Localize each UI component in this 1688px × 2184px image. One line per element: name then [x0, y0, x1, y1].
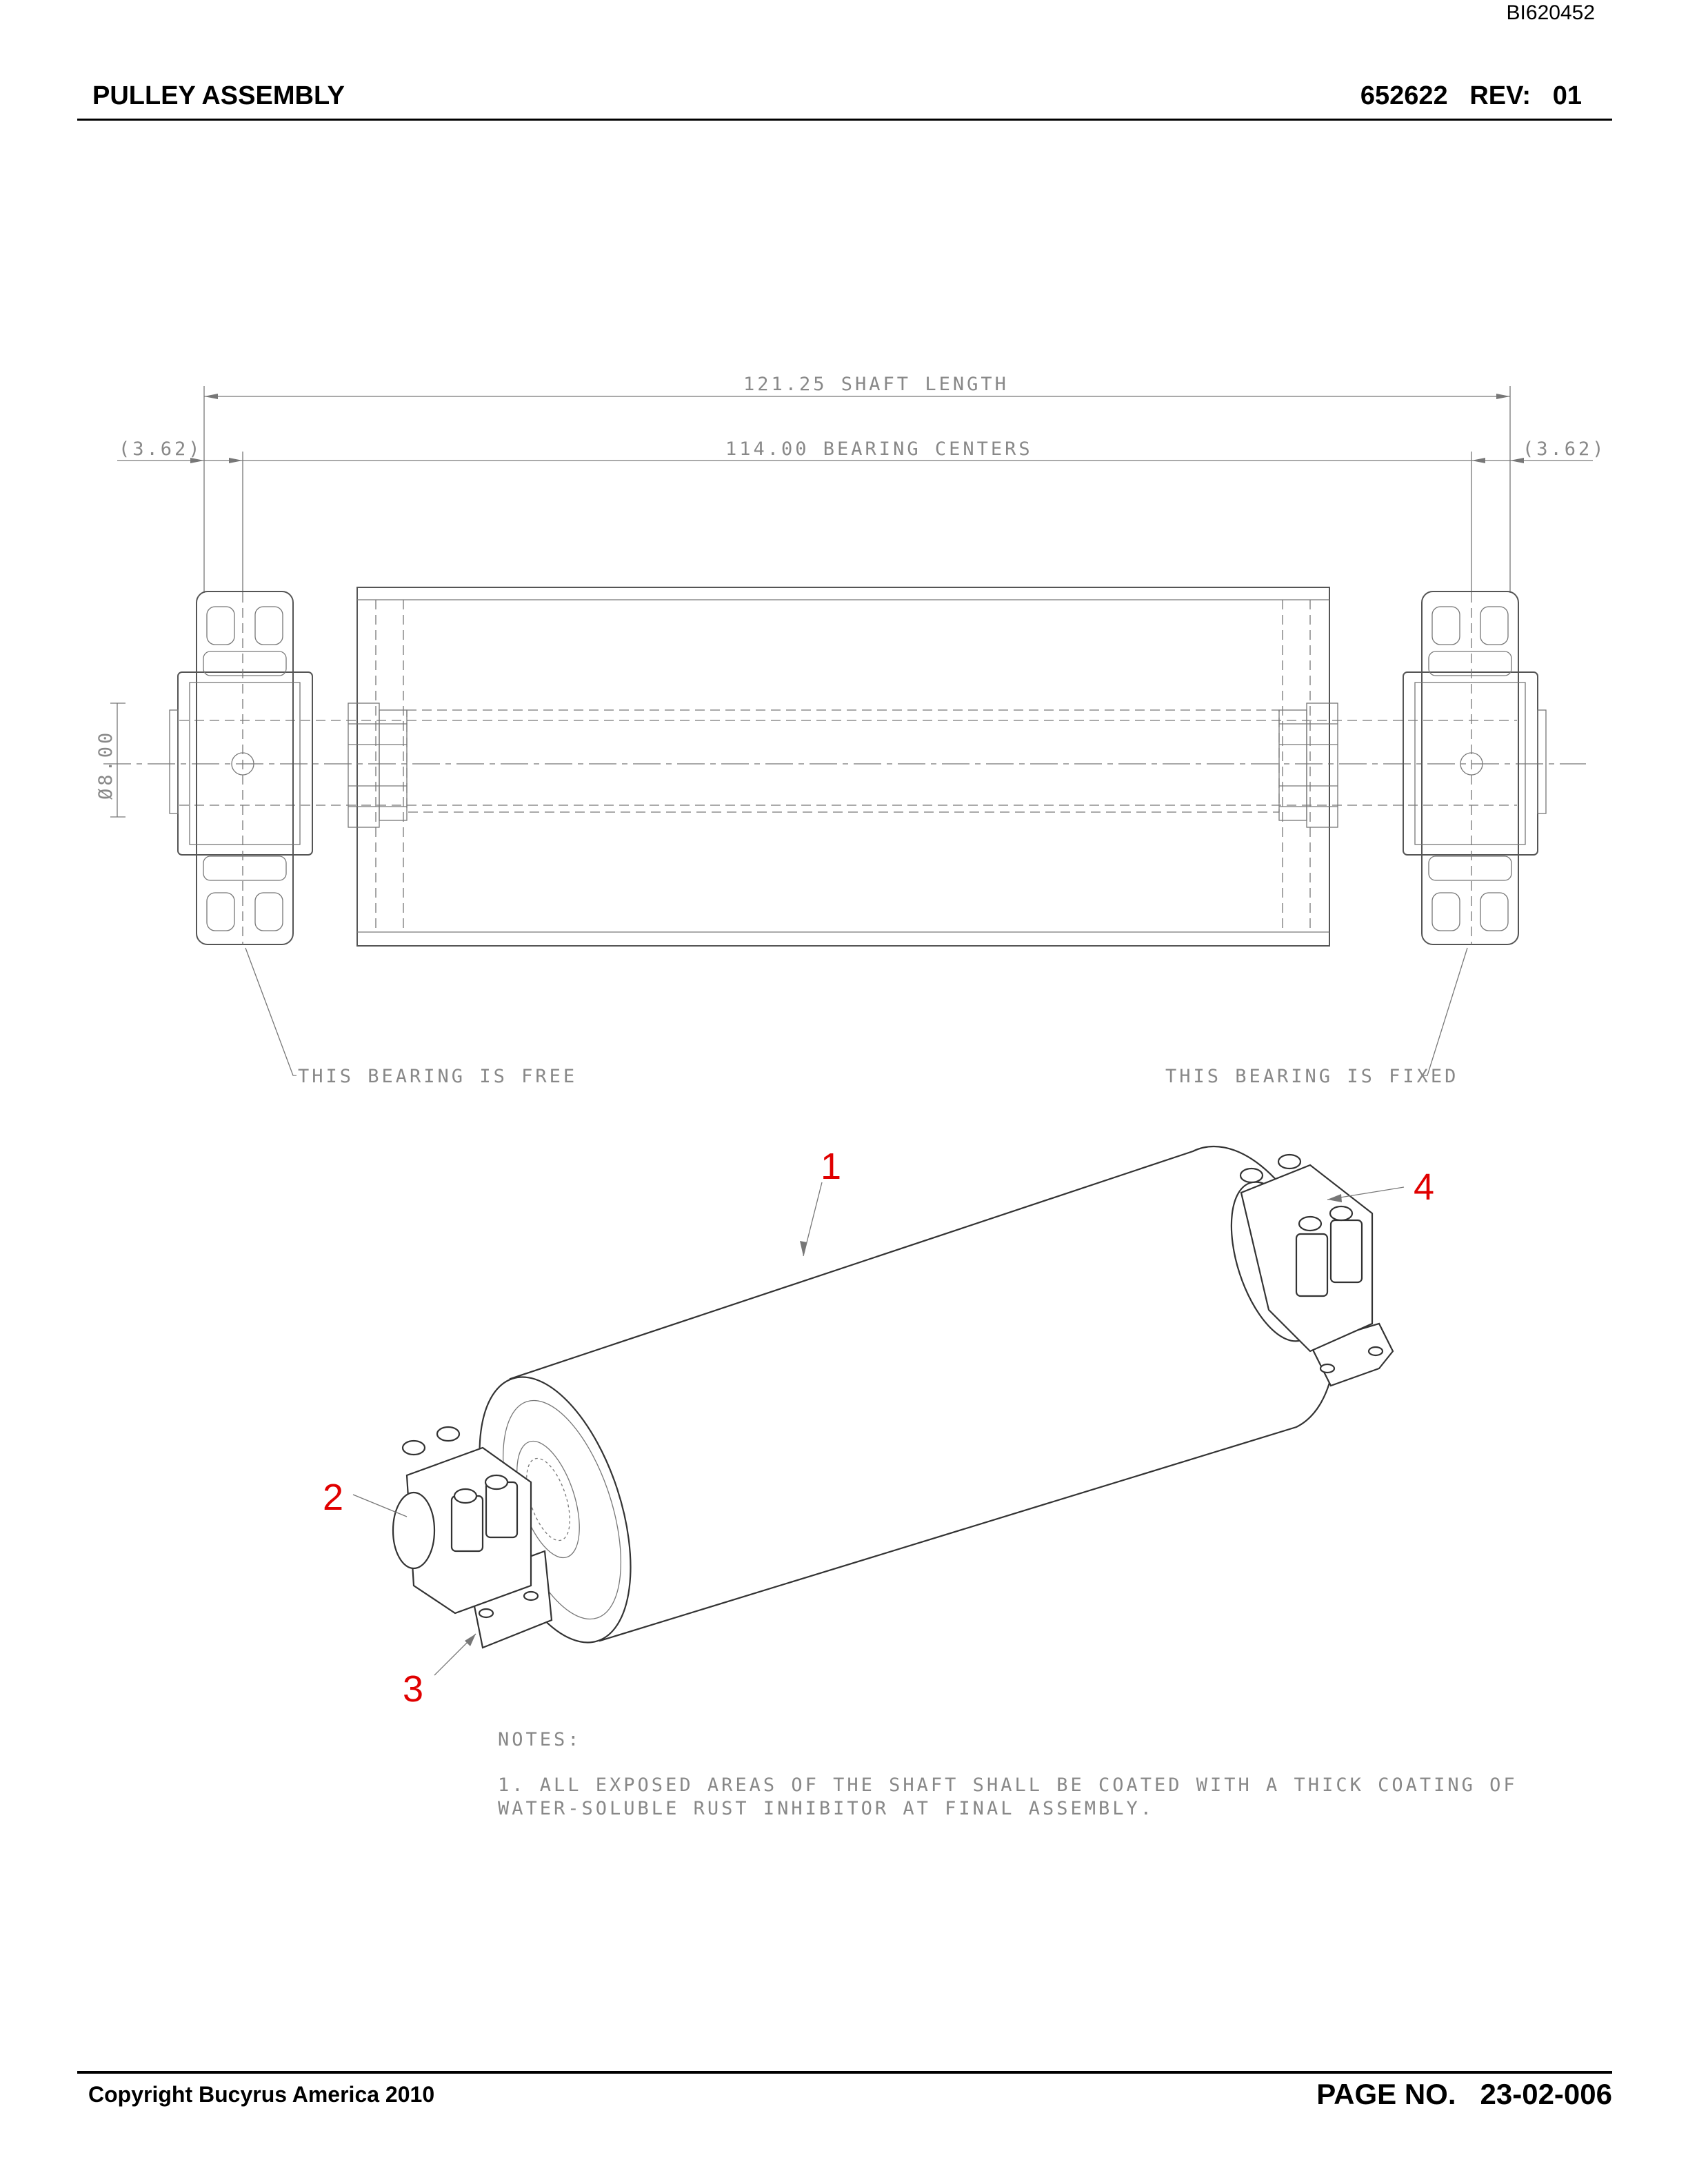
header-rule [77, 119, 1612, 121]
right-offset-label: (3.62) [1523, 438, 1607, 460]
diameter-label: Ø8.00 [95, 730, 117, 800]
left-locking-hub [348, 702, 408, 828]
free-bearing-callout: THIS BEARING IS FREE [298, 1066, 577, 1087]
right-bearing-block [1403, 591, 1547, 945]
page-number-block: PAGE NO. 23-02-006 [1316, 2078, 1612, 2111]
balloon-1: 1 [821, 1146, 841, 1187]
iso-right-bearing [1230, 1153, 1394, 1387]
iso-left-bearing [392, 1426, 553, 1649]
document-id: BI620452 [1506, 1, 1595, 24]
dimension-lines [110, 386, 1593, 818]
page-title: PULLEY ASSEMBLY [92, 81, 345, 110]
rev-value: 01 [1552, 81, 1582, 110]
balloon-3: 3 [403, 1668, 423, 1710]
orthographic-view [103, 587, 1586, 1076]
part-number-rev: 652622 REV: 01 [1360, 81, 1582, 111]
notes-line-2: WATER-SOLUBLE RUST INHIBITOR AT FINAL AS… [498, 1798, 1154, 1819]
notes-line-1: 1. ALL EXPOSED AREAS OF THE SHAFT SHALL … [498, 1775, 1518, 1796]
isometric-view [352, 1146, 1405, 1676]
copyright: Copyright Bucyrus America 2010 [88, 2082, 435, 2107]
page-number: 23-02-006 [1480, 2078, 1612, 2110]
bearing-centers-label: 114.00 BEARING CENTERS [725, 438, 1033, 460]
balloon-2: 2 [323, 1477, 343, 1518]
left-bearing-block [169, 591, 313, 945]
part-number: 652622 [1360, 81, 1448, 110]
footer-rule [77, 2071, 1612, 2074]
notes-heading: NOTES: [498, 1729, 582, 1750]
page-label: PAGE NO. [1316, 2078, 1456, 2110]
rev-label: REV: [1469, 81, 1531, 110]
shaft-length-label: 121.25 SHAFT LENGTH [743, 374, 1009, 395]
right-locking-hub [1278, 702, 1338, 828]
fixed-bearing-callout: THIS BEARING IS FIXED [1165, 1066, 1458, 1087]
balloon-4: 4 [1414, 1166, 1434, 1208]
left-offset-label: (3.62) [119, 438, 203, 460]
